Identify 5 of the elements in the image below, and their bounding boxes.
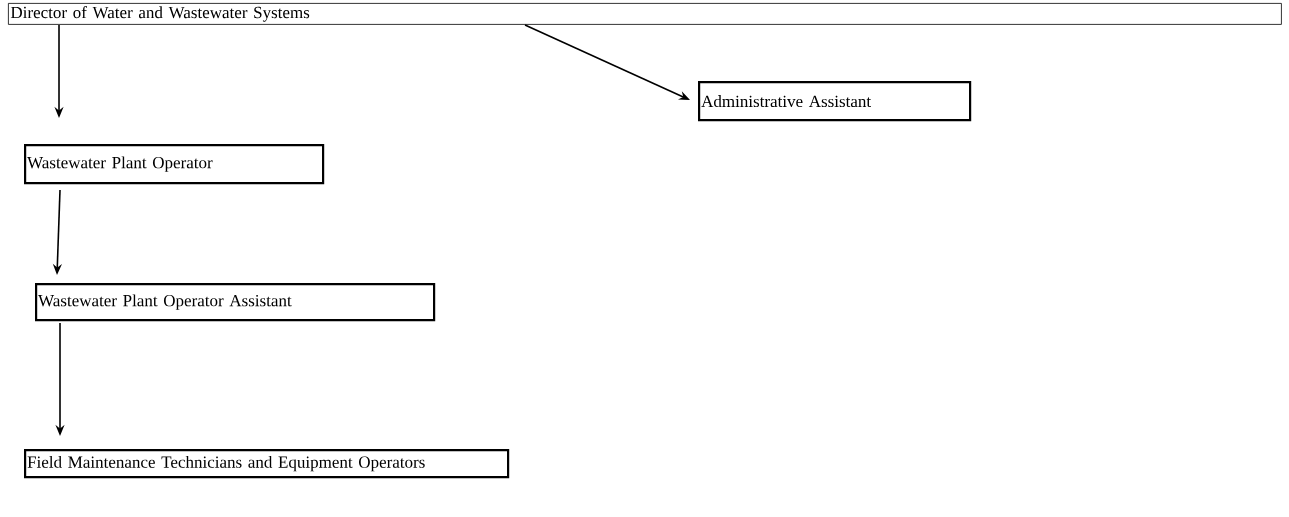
title-box: Wastewater Plant Operator bbox=[24, 144, 325, 185]
title-box: Field Maintenance Technicians and Equipment Operators bbox=[24, 449, 510, 479]
title-box: Administrative Assistant bbox=[698, 81, 972, 122]
title-box: Wastewater Plant Operator Assistant bbox=[35, 283, 436, 322]
title-box: Director of Water and Wastewater Systems bbox=[8, 3, 1282, 25]
